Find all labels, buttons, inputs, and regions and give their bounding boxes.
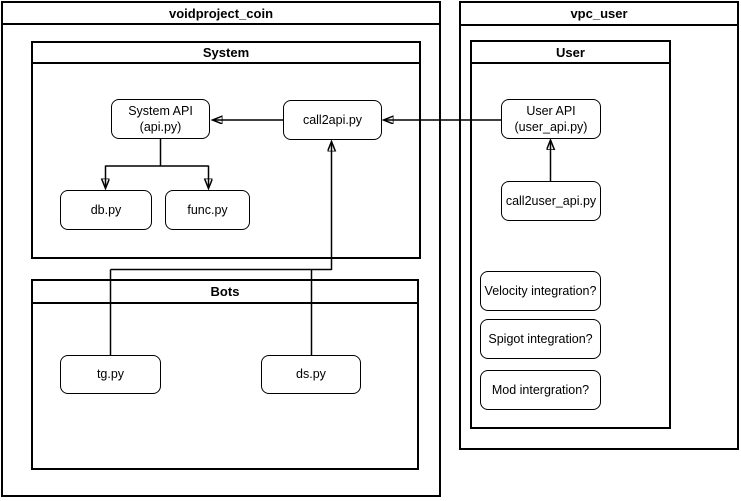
node-spigot-integration-label: Spigot integration? — [488, 331, 593, 346]
node-tg-label: tg.py — [96, 367, 125, 382]
container-vpc-user-header: vpc_user — [461, 3, 737, 26]
node-system-api-label-line2: (api.py) — [139, 120, 182, 134]
node-func: func.py — [165, 190, 250, 230]
node-spigot-integration: Spigot integration? — [480, 319, 601, 359]
node-user-api-label-line1: User API — [526, 103, 576, 118]
node-ds: ds.py — [261, 355, 361, 394]
container-voidproject-coin-header: voidproject_coin — [3, 3, 439, 25]
node-call2user-api: call2user_api.py — [501, 181, 601, 221]
node-call2api-label: call2api.py — [302, 112, 363, 127]
node-mod-integration-label: Mod intergration? — [491, 382, 590, 397]
node-tg: tg.py — [60, 355, 161, 394]
node-func-label: func.py — [187, 202, 228, 217]
node-db-label: db.py — [90, 202, 122, 217]
node-mod-integration: Mod intergration? — [480, 370, 601, 410]
node-ds-label: ds.py — [296, 367, 326, 382]
container-user-title: User — [556, 44, 585, 60]
node-user-api-label-line2: (user_api.py) — [514, 120, 588, 134]
node-call2user-api-label: call2user_api.py — [505, 193, 597, 208]
container-bots-title: Bots — [210, 284, 240, 299]
node-user-api: User API (user_api.py) — [501, 99, 601, 139]
container-user-header: User — [472, 42, 669, 64]
node-velocity-integration: Velocity integration? — [480, 271, 601, 311]
node-db: db.py — [60, 190, 152, 230]
container-vpc-user-title: vpc_user — [570, 6, 628, 21]
container-voidproject-coin-title: voidproject_coin — [168, 5, 274, 21]
container-system-title: System — [202, 45, 250, 60]
container-system-header: System — [33, 43, 419, 64]
node-system-api: System API (api.py) — [111, 99, 210, 139]
container-bots-header: Bots — [33, 281, 417, 304]
node-call2api: call2api.py — [283, 100, 382, 140]
node-velocity-integration-label: Velocity integration? — [484, 283, 597, 298]
node-system-api-label-line1: System API — [128, 103, 193, 118]
